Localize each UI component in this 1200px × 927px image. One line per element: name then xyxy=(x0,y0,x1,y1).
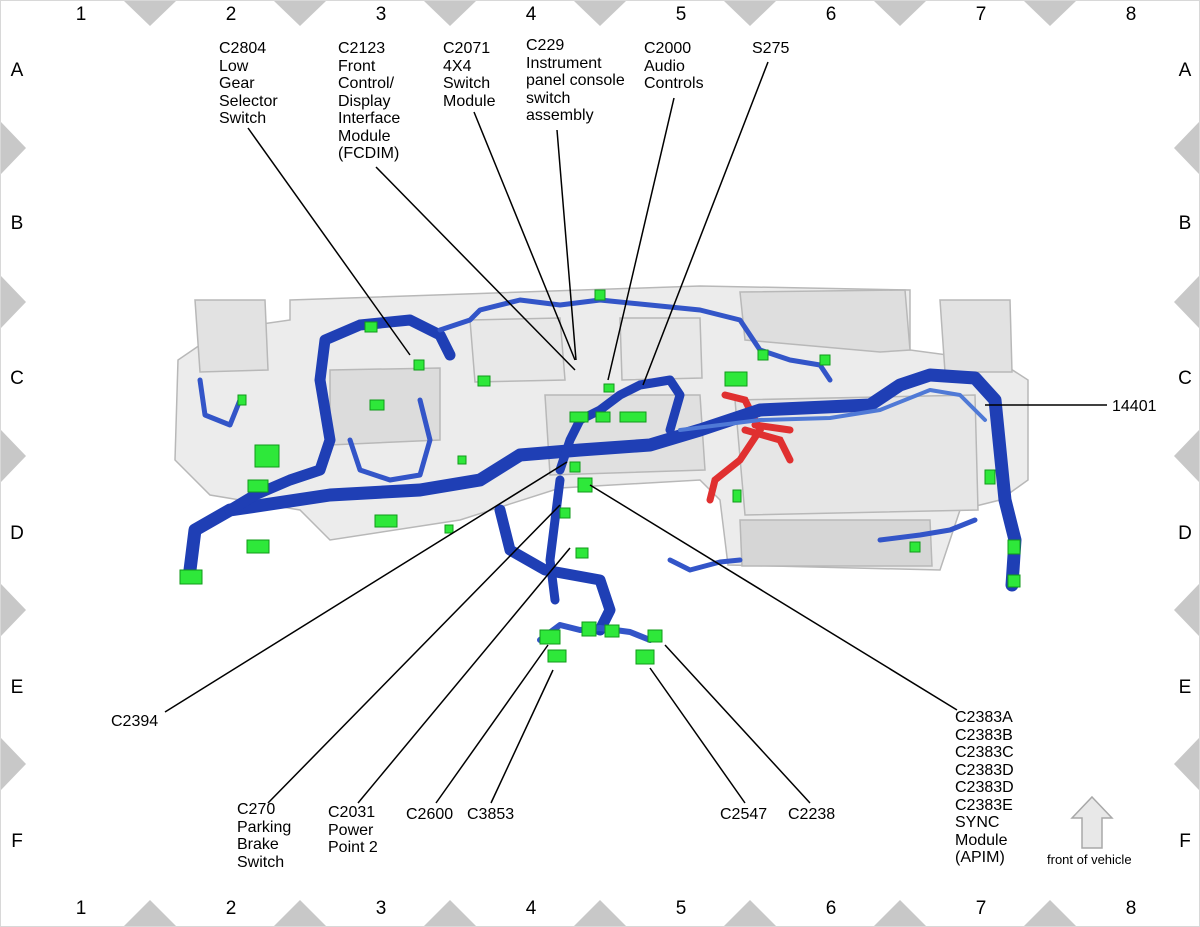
grid-col-label: 1 xyxy=(75,898,87,919)
grid-col-label: 6 xyxy=(825,4,837,25)
grid-row-label: A xyxy=(10,60,24,81)
border-triangle xyxy=(1,430,26,482)
border-triangle xyxy=(874,1,926,26)
border-triangle xyxy=(1024,900,1076,926)
callout-14401: 14401 xyxy=(1112,398,1157,415)
front-arrow-icon xyxy=(1070,795,1114,849)
callout-c2394: C2394 xyxy=(111,713,159,730)
grid-row-label: E xyxy=(1178,677,1192,698)
red-harness xyxy=(706,391,794,504)
callout-c2071: C2071 4X4 Switch Module xyxy=(443,40,496,110)
grid-row-label: D xyxy=(10,523,24,544)
grid-row-label: A xyxy=(1178,60,1192,81)
grid-row-label: C xyxy=(1178,368,1192,389)
border-triangle xyxy=(124,1,176,26)
border-triangle xyxy=(574,900,626,926)
grid-col-label: 1 xyxy=(75,4,87,25)
border-triangle xyxy=(424,900,476,926)
border-triangle xyxy=(274,1,326,26)
grid-col-label: 7 xyxy=(975,898,987,919)
callout-c2031: C2031 Power Point 2 xyxy=(328,804,378,856)
border-triangle xyxy=(1024,1,1076,26)
grid-row-label: F xyxy=(1179,831,1191,852)
grid-row-label: E xyxy=(10,677,24,698)
grid-col-label: 8 xyxy=(1125,4,1137,25)
connectors xyxy=(179,289,1021,665)
grid-col-label: 4 xyxy=(525,898,537,919)
border-triangle xyxy=(1,122,26,174)
callout-c2383-sync-module: C2383A C2383B C2383C C2383D C2383D C2383… xyxy=(955,709,1014,866)
border-triangle xyxy=(1174,738,1199,790)
grid-col-label: 7 xyxy=(975,4,987,25)
border-triangle xyxy=(574,1,626,26)
border-triangle xyxy=(1,584,26,636)
callout-c2000: C2000 Audio Controls xyxy=(644,40,704,92)
front-of-vehicle-label: front of vehicle xyxy=(1047,852,1132,867)
border-triangle xyxy=(1174,276,1199,328)
grid-col-label: 6 xyxy=(825,898,837,919)
border-triangle xyxy=(1174,122,1199,174)
grid-row-label: F xyxy=(11,831,23,852)
grid-col-label: 2 xyxy=(225,898,237,919)
grid-col-label: 4 xyxy=(525,4,537,25)
border-triangle xyxy=(874,900,926,926)
instrument-panel-frame xyxy=(174,285,1029,571)
border-triangle xyxy=(1174,584,1199,636)
border-triangle xyxy=(1174,430,1199,482)
grid-col-label: 8 xyxy=(1125,898,1137,919)
border-triangle xyxy=(1,276,26,328)
grid-col-label: 5 xyxy=(675,898,687,919)
callout-c2804: C2804 Low Gear Selector Switch xyxy=(219,40,278,127)
border-triangle xyxy=(1,738,26,790)
border-triangle xyxy=(424,1,476,26)
border-triangle xyxy=(274,900,326,926)
border-triangle xyxy=(724,900,776,926)
grid-row-label: B xyxy=(1178,213,1192,234)
callout-c2547: C2547 xyxy=(720,806,768,823)
grid-row-label: C xyxy=(10,368,24,389)
callout-s275: S275 xyxy=(752,40,790,57)
callout-c2600: C2600 xyxy=(406,806,454,823)
callout-c229: C229 Instrument panel console switch ass… xyxy=(526,37,625,124)
border-triangle xyxy=(124,900,176,926)
grid-col-label: 5 xyxy=(675,4,687,25)
callout-c2123: C2123 Front Control/ Display Interface M… xyxy=(338,40,401,162)
leader-lines xyxy=(164,61,1107,804)
callout-c2238: C2238 xyxy=(788,806,836,823)
grid-col-label: 3 xyxy=(375,898,387,919)
grid-row-label: B xyxy=(10,213,24,234)
grid-col-label: 3 xyxy=(375,4,387,25)
border-triangle xyxy=(724,1,776,26)
callout-c3853: C3853 xyxy=(467,806,515,823)
callout-c270: C270 Parking Brake Switch xyxy=(237,801,292,871)
grid-col-label: 2 xyxy=(225,4,237,25)
grid-row-label: D xyxy=(1178,523,1192,544)
